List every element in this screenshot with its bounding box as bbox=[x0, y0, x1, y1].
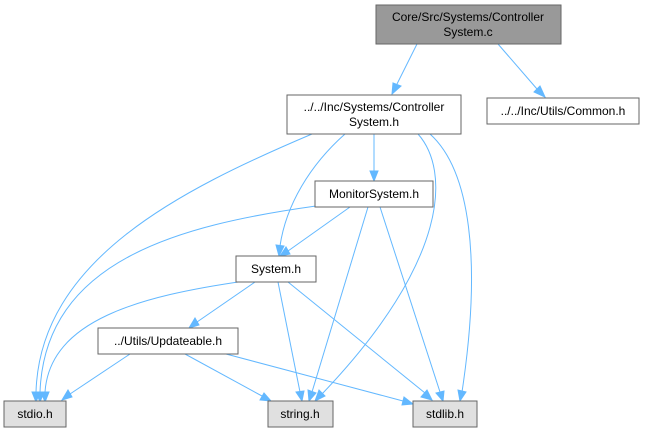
edge-arrow bbox=[278, 246, 291, 257]
edge-controller-system bbox=[279, 133, 346, 247]
edge-arrow bbox=[307, 389, 317, 403]
edge-arrow bbox=[457, 389, 467, 403]
edge-updateable-stdio bbox=[69, 353, 131, 395]
edge-monitor-stdio bbox=[39, 205, 317, 393]
edge-monitor-system bbox=[287, 206, 351, 252]
edge-system-updateable bbox=[196, 281, 256, 323]
node-controller-system-h[interactable]: ../../Inc/Systems/Controller System.h bbox=[286, 94, 462, 135]
node-stdlib-h[interactable]: stdlib.h bbox=[412, 400, 478, 428]
edge-arrow bbox=[533, 85, 547, 99]
node-root[interactable]: Core/Src/Systems/Controller System.c bbox=[375, 4, 562, 45]
edge-arrow bbox=[314, 389, 326, 403]
edge-system-string bbox=[277, 281, 301, 393]
edge-arrow bbox=[40, 391, 50, 404]
edge-arrow bbox=[369, 170, 379, 183]
edge-arrow bbox=[275, 244, 285, 258]
edge-monitor-stdlib bbox=[379, 206, 441, 393]
node-system-label: System.h bbox=[251, 262, 301, 276]
node-controller-box bbox=[286, 94, 462, 135]
edge-arrow bbox=[420, 389, 433, 401]
edge-system-stdlib bbox=[287, 281, 426, 394]
node-controller-label-2: System.h bbox=[349, 115, 399, 129]
node-common-h[interactable]: ../../Inc/Utils/Common.h bbox=[486, 97, 640, 125]
node-stdlib-label: stdlib.h bbox=[426, 407, 464, 421]
node-string-label: string.h bbox=[280, 407, 319, 421]
node-common-box bbox=[486, 97, 640, 125]
node-controller-label-1: ../../Inc/Systems/Controller bbox=[304, 100, 445, 114]
node-monitor-box bbox=[314, 180, 434, 208]
edge-arrow bbox=[295, 390, 305, 403]
edge-controller-stdlib bbox=[429, 133, 472, 393]
edge-root-common bbox=[497, 43, 538, 90]
edge-arrow bbox=[60, 389, 73, 401]
node-system-h[interactable]: System.h bbox=[235, 255, 317, 283]
node-stdio-label: stdio.h bbox=[17, 407, 52, 421]
node-root-label-1: Core/Src/Systems/Controller bbox=[392, 10, 544, 24]
edge-arrow bbox=[187, 317, 200, 329]
node-root-label-2: System.c bbox=[443, 25, 492, 39]
edge-arrow bbox=[435, 390, 445, 403]
edge-updateable-stdlib bbox=[225, 353, 404, 402]
node-string-box bbox=[267, 400, 334, 428]
node-common-label: ../../Inc/Utils/Common.h bbox=[501, 104, 626, 118]
node-stdlib-box bbox=[412, 400, 478, 428]
edges bbox=[31, 43, 547, 406]
node-system-box bbox=[235, 255, 317, 283]
edge-root-controller bbox=[396, 43, 418, 85]
edge-arrow bbox=[259, 392, 273, 402]
node-monitor-label: MonitorSystem.h bbox=[329, 187, 419, 201]
edge-arrow bbox=[401, 396, 415, 406]
edge-arrow bbox=[391, 82, 402, 96]
node-updateable-label: ../Utils/Updateable.h bbox=[114, 334, 222, 348]
node-stdio-h[interactable]: stdio.h bbox=[3, 400, 67, 428]
node-updateable-h[interactable]: ../Utils/Updateable.h bbox=[97, 327, 239, 355]
node-stdio-box bbox=[3, 400, 67, 428]
edge-system-stdio bbox=[44, 280, 246, 393]
edge-monitor-string bbox=[311, 206, 369, 393]
edge-controller-stdio bbox=[35, 133, 313, 393]
node-monitor-system-h[interactable]: MonitorSystem.h bbox=[314, 180, 434, 208]
node-string-h[interactable]: string.h bbox=[267, 400, 334, 428]
node-updateable-box bbox=[97, 327, 239, 355]
node-root-box bbox=[375, 4, 562, 45]
edge-updateable-string bbox=[184, 353, 263, 397]
